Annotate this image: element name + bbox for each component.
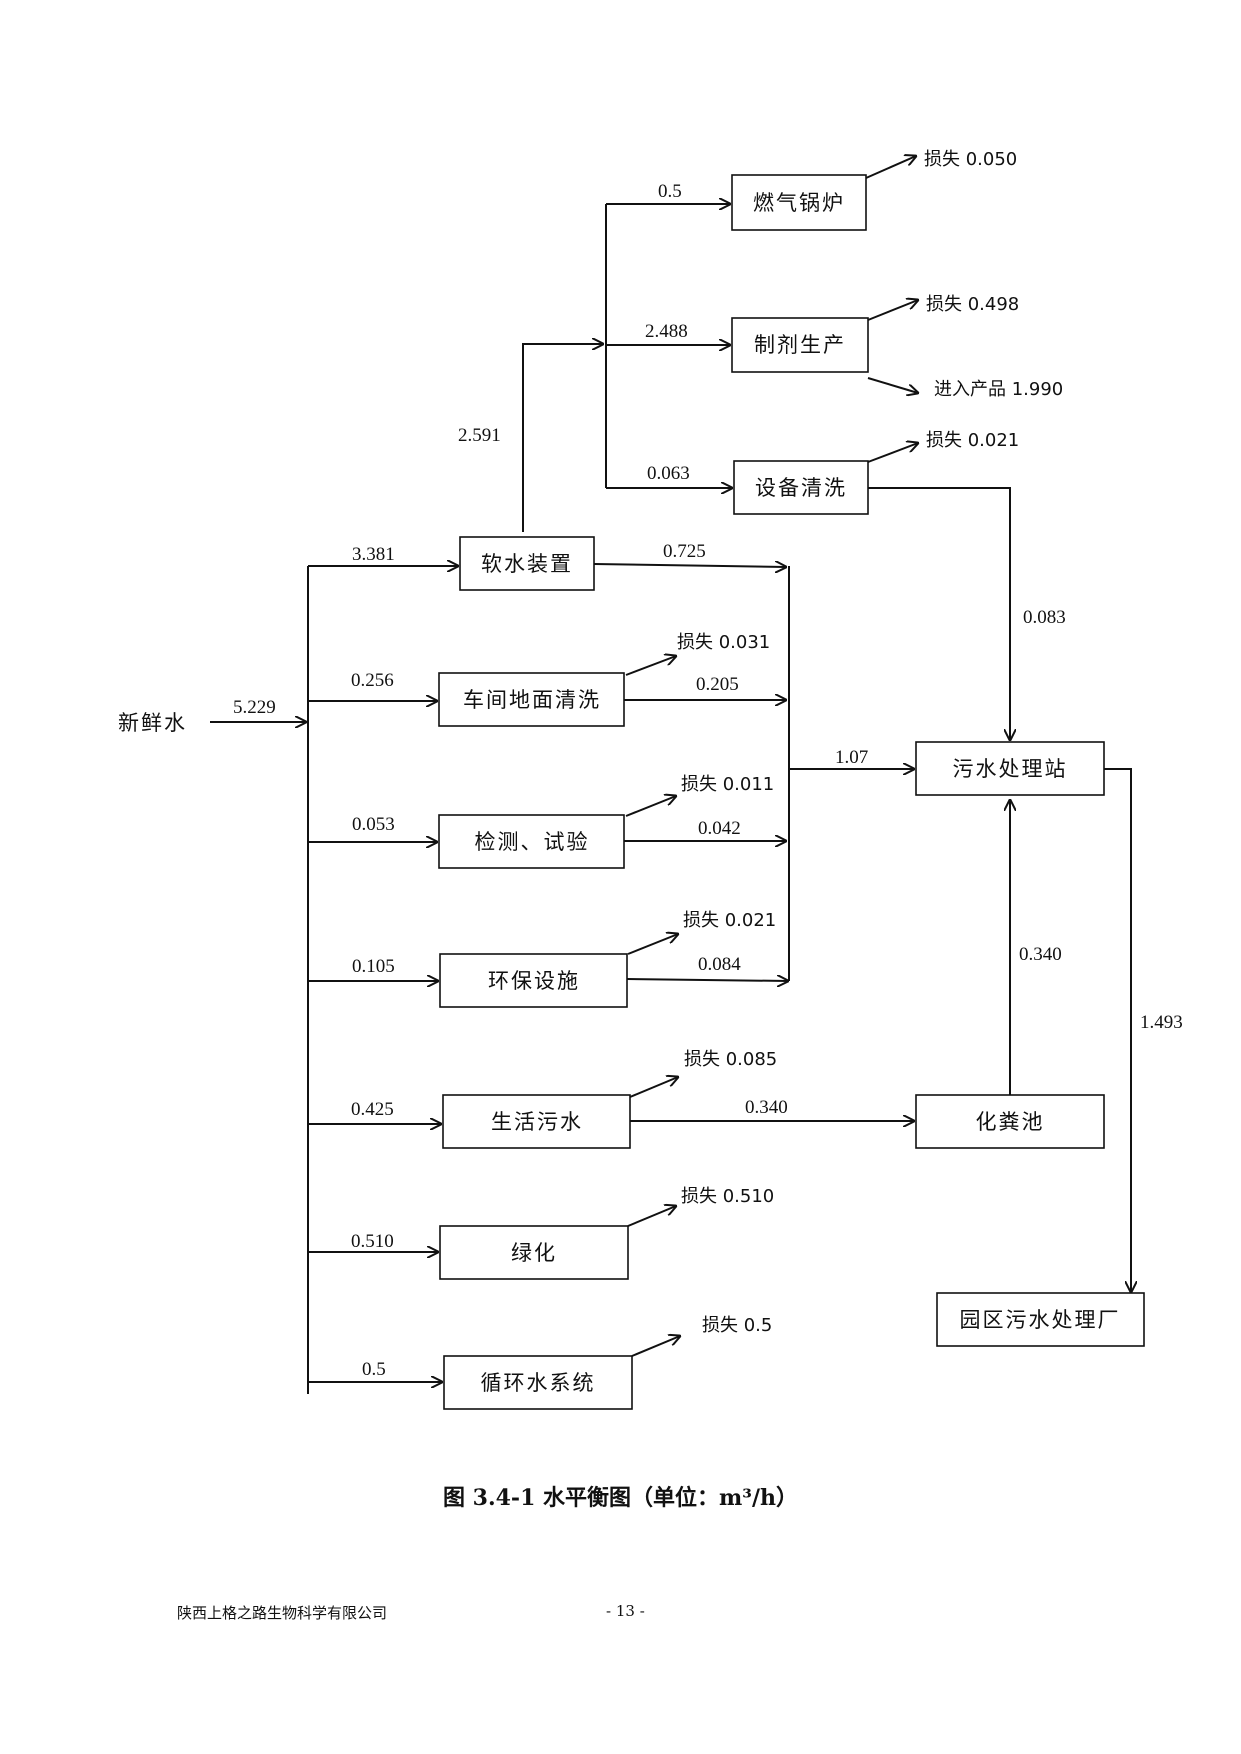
- value-to-greening: 0.510: [351, 1231, 394, 1252]
- label-boiler: 燃气锅炉: [753, 191, 845, 215]
- loss-arrow-domestic: [629, 1077, 678, 1098]
- value-domestic-to-septic: 0.340: [745, 1097, 788, 1118]
- label-fresh-water: 新鲜水: [118, 711, 187, 735]
- loss-greening: 损失 0.510: [681, 1186, 774, 1207]
- loss-domestic: 损失 0.085: [684, 1049, 777, 1070]
- value-fresh-in: 5.229: [233, 697, 276, 718]
- loss-circulating: 损失 0.5: [702, 1315, 772, 1336]
- loss-arrow-floor: [625, 656, 676, 676]
- box-testing: [438, 814, 625, 869]
- value-testing-discharge: 0.042: [698, 818, 741, 839]
- loss-arrow-env: [627, 934, 678, 955]
- label-domestic: 生活污水: [491, 1110, 583, 1134]
- arrow-softener-discharge: [593, 564, 786, 567]
- label-circulating: 循环水系统: [481, 1371, 596, 1395]
- value-septic-to-station: 0.340: [1019, 944, 1062, 965]
- node-labels: 新鲜水 燃气锅炉 制剂生产 设备清洗 软水装置 车间地面清洗 检测、试验 环保设…: [118, 191, 1121, 1395]
- flow-lines: [210, 156, 1131, 1394]
- product-arrow-preparation: [867, 377, 918, 393]
- box-floor-cleaning: [438, 672, 625, 727]
- box-park-plant: [936, 1292, 1145, 1347]
- box-equipment-cleaning: [733, 460, 869, 515]
- value-floor-discharge: 0.205: [696, 674, 739, 695]
- process-boxes: [438, 174, 1145, 1410]
- loss-arrow-testing: [625, 796, 676, 817]
- loss-arrow-circulating: [631, 1336, 680, 1357]
- figure-caption: 图 3.4-1 水平衡图（单位：m³/h）: [443, 1485, 798, 1511]
- box-greening: [439, 1225, 629, 1280]
- label-floor-cleaning: 车间地面清洗: [463, 688, 601, 712]
- label-equipment-cleaning: 设备清洗: [755, 476, 847, 500]
- value-to-softener: 3.381: [352, 544, 395, 565]
- loss-arrow-greening: [627, 1206, 676, 1227]
- label-preparation: 制剂生产: [754, 333, 846, 357]
- softener-up-line: [522, 344, 603, 532]
- label-testing: 检测、试验: [475, 830, 590, 854]
- product-preparation: 进入产品 1.990: [934, 379, 1063, 400]
- value-to-floor-cleaning: 0.256: [351, 670, 394, 691]
- box-preparation: [731, 317, 869, 373]
- value-to-env-facility: 0.105: [352, 956, 395, 977]
- loss-testing: 损失 0.011: [681, 774, 774, 795]
- cleaning-to-station-line: [868, 487, 1010, 740]
- label-septic-tank: 化粪池: [976, 1110, 1045, 1134]
- station-to-park-line: [1104, 768, 1131, 1292]
- loss-arrow-boiler: [865, 156, 916, 179]
- box-septic-tank: [915, 1094, 1105, 1149]
- box-domestic: [442, 1094, 631, 1149]
- loss-labels: 损失 0.050 损失 0.498 进入产品 1.990 损失 0.021 损失…: [677, 149, 1063, 1336]
- value-to-testing: 0.053: [352, 814, 395, 835]
- value-combined-to-station: 1.07: [835, 747, 868, 768]
- box-env-facility: [439, 953, 628, 1008]
- loss-equipment-cleaning: 损失 0.021: [926, 430, 1019, 451]
- footer-company: 陕西上格之路生物科学有限公司: [177, 1604, 388, 1622]
- arrow-env-discharge: [626, 979, 788, 981]
- value-softener-up: 2.591: [458, 425, 501, 446]
- value-station-to-park: 1.493: [1140, 1012, 1183, 1033]
- box-sewage-station: [915, 741, 1105, 796]
- value-to-domestic: 0.425: [351, 1099, 394, 1120]
- value-to-preparation: 2.488: [645, 321, 688, 342]
- value-softener-discharge: 0.725: [663, 541, 706, 562]
- loss-arrow-equipment-cleaning: [867, 443, 918, 463]
- flow-values: 5.229 3.381 2.591 0.5 2.488 0.063 0.725 …: [233, 181, 1183, 1380]
- loss-preparation: 损失 0.498: [926, 294, 1019, 315]
- label-env-facility: 环保设施: [488, 969, 580, 993]
- loss-arrow-preparation: [867, 300, 918, 321]
- loss-env-facility: 损失 0.021: [683, 910, 776, 931]
- value-to-boiler: 0.5: [658, 181, 682, 202]
- loss-boiler: 损失 0.050: [924, 149, 1017, 170]
- box-circulating: [443, 1355, 633, 1410]
- box-boiler: [731, 174, 867, 231]
- value-env-discharge: 0.084: [698, 954, 741, 975]
- label-park-plant: 园区污水处理厂: [960, 1308, 1121, 1332]
- loss-floor-cleaning: 损失 0.031: [677, 632, 770, 653]
- box-softener: [459, 536, 595, 591]
- value-to-circulating: 0.5: [362, 1359, 386, 1380]
- footer-page-number: - 13 -: [606, 1602, 645, 1620]
- label-greening: 绿化: [511, 1241, 557, 1265]
- label-softener: 软水装置: [481, 552, 573, 576]
- value-to-equipment-cleaning: 0.063: [647, 463, 690, 484]
- value-cleaning-to-station: 0.083: [1023, 607, 1066, 628]
- label-sewage-station: 污水处理站: [953, 757, 1068, 781]
